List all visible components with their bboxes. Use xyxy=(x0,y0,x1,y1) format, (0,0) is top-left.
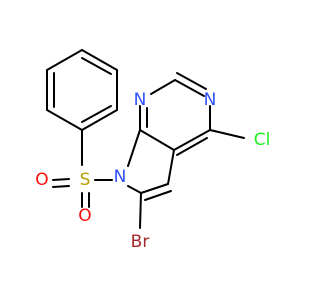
nitrogen-top-label: N xyxy=(134,90,147,110)
bond-ph-6-1-double xyxy=(81,105,112,123)
chlorine-label: Cl xyxy=(254,130,271,150)
bond-c7a-n7 xyxy=(127,129,141,167)
bond-c5-c4a xyxy=(167,149,175,185)
bond-ph-4-5 xyxy=(81,49,118,71)
bond-c6-c5-double xyxy=(144,190,172,201)
nitrogen-right-label: N xyxy=(204,90,217,110)
bond-ph-6-1 xyxy=(81,109,118,131)
nitrogen-pyrrole-label: N xyxy=(114,167,127,187)
bond-c4-c4a xyxy=(173,129,211,151)
bond-c2-n3-double xyxy=(176,72,207,90)
bond-c2-n3 xyxy=(174,79,205,97)
bonds xyxy=(46,49,245,229)
molecule-structure: N N N Cl Br S O O xyxy=(35,49,270,252)
atom-labels: N N N Cl Br S O O xyxy=(35,90,270,252)
bond-c6-c5 xyxy=(140,183,169,194)
bond-c2-n1 xyxy=(150,79,176,95)
bond-ph-1-2 xyxy=(46,109,83,131)
bond-n7-c6 xyxy=(127,185,142,194)
bond-s-o-left xyxy=(52,178,70,181)
bond-ph-4-5-double xyxy=(81,57,112,75)
sulfur-label: S xyxy=(80,170,91,190)
bond-ph-3-4 xyxy=(46,49,83,71)
oxygen-bottom-label: O xyxy=(78,206,91,226)
bond-c4a-c7a xyxy=(139,129,175,151)
bond-s-o-left-double xyxy=(52,185,70,188)
bond-c4-c4a-double xyxy=(176,137,208,156)
bromine-label: Br xyxy=(131,232,150,252)
oxygen-left-label: O xyxy=(35,170,48,190)
bond-c4-cl xyxy=(209,129,245,139)
bond-c6-br xyxy=(139,192,142,229)
